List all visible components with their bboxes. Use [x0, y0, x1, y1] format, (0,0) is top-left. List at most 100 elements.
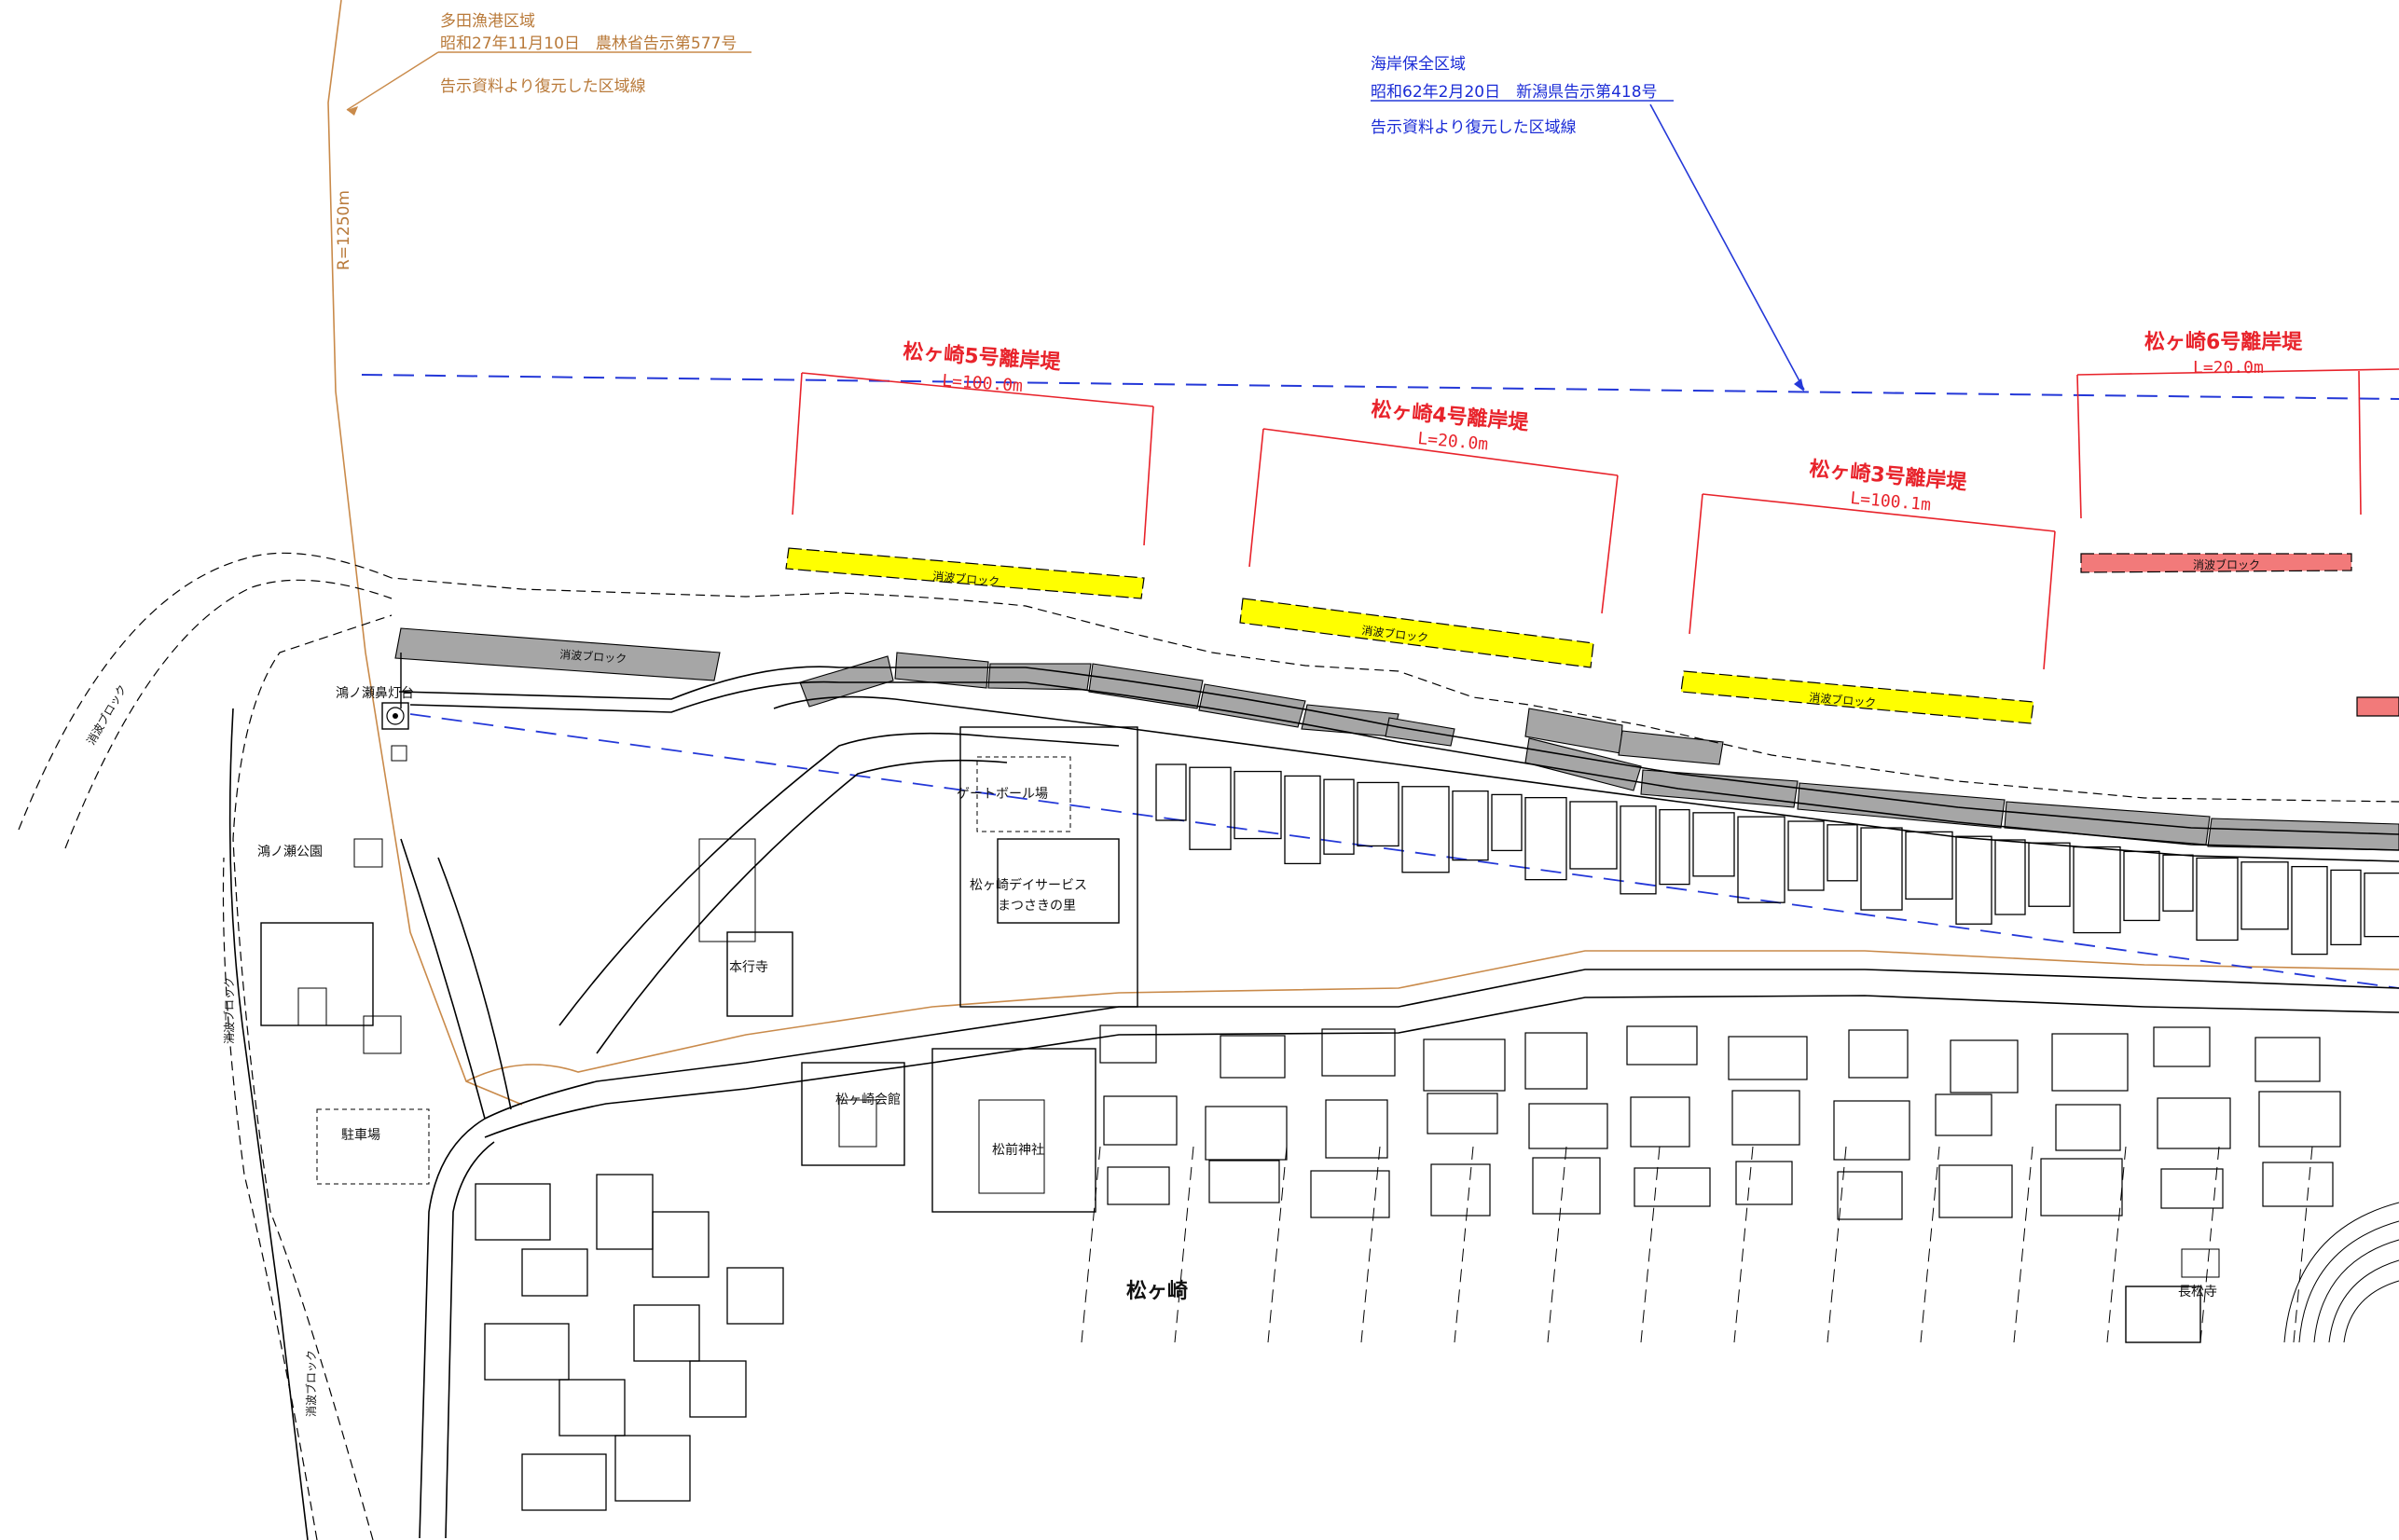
plot-boundary: [2013, 1146, 2034, 1343]
dayservice-label-2: まつさきの里: [998, 899, 1076, 914]
village-building: [726, 1267, 784, 1325]
seaside-building: [2162, 854, 2194, 912]
village-building: [614, 1435, 691, 1502]
breakwater-3: [1689, 493, 2056, 670]
left-block-label-2: 消波ブロック: [222, 977, 236, 1044]
breakwater-5: [792, 372, 1154, 546]
park-label: 鴻ノ瀬公園: [257, 845, 323, 859]
coastal-zone-note: 告示資料より復元した区域線: [1371, 118, 1577, 137]
breakwater-6-length: L=20.0m: [2193, 358, 2264, 378]
seaside-building: [2196, 857, 2239, 942]
seaside-building: [1234, 770, 1282, 840]
inland-building: [1208, 1160, 1280, 1203]
plot-boundary: [2293, 1146, 2313, 1343]
inland-building: [1430, 1163, 1491, 1217]
plot-boundary: [1827, 1146, 1847, 1343]
inland-building: [2040, 1158, 2123, 1217]
village-building: [596, 1174, 654, 1250]
seaside-building: [1189, 766, 1232, 850]
main-roads: [228, 695, 2399, 1540]
seaside-building: [2330, 869, 2362, 946]
gateball-label: ゲートボール場: [957, 787, 1048, 802]
fishing-port-boundary: [327, 0, 2399, 1106]
village-building: [652, 1211, 710, 1278]
inland-building: [2262, 1162, 2334, 1207]
village-building: [689, 1360, 747, 1418]
shrine-label: 松前神社: [992, 1142, 1044, 1158]
district-label: 松ヶ崎: [1126, 1280, 1188, 1303]
inland-building: [1634, 1167, 1711, 1207]
seaside-building: [1692, 812, 1735, 877]
village-building: [484, 1323, 570, 1381]
breakwater-4-name: 松ヶ崎4号離岸堤: [1370, 397, 1530, 435]
inland-building: [1848, 1029, 1909, 1079]
inland-building: [1310, 1170, 1390, 1218]
inland-building: [1427, 1093, 1498, 1134]
hall-label: 松ヶ崎会館: [835, 1092, 901, 1107]
svg-text:消波ブロック: 消波ブロック: [2193, 557, 2260, 571]
seaside-building: [2291, 865, 2328, 956]
svg-text:消波ブロック: 消波ブロック: [1809, 690, 1877, 709]
seaside-building: [1569, 801, 1618, 870]
inland-building: [1524, 1032, 1588, 1090]
yellow-block-1: 消波ブロック: [785, 547, 1145, 599]
breakwater-5-length: L=100.0m: [942, 371, 1024, 396]
seaside-building: [1491, 793, 1523, 852]
village-building: [475, 1183, 551, 1241]
fishing-port-note: 告示資料より復元した区域線: [440, 77, 646, 96]
inland-building: [1107, 1166, 1170, 1205]
inland-building: [2157, 1097, 2231, 1149]
lighthouse-label: 鴻ノ瀬鼻灯台: [336, 685, 414, 701]
plot-boundary: [1267, 1146, 1288, 1343]
inland-plots: [475, 1024, 2341, 1511]
seaside-building: [1787, 820, 1825, 891]
inland-building: [2160, 1168, 2224, 1209]
breakwater-6: [2076, 368, 2399, 519]
coastal-zone-boundary: [361, 100, 2399, 989]
buildings: [260, 726, 2220, 1343]
fishing-port-title: 多田漁港区域: [440, 12, 535, 31]
breakwater-4: [1248, 428, 1619, 614]
seaside-building: [1452, 790, 1489, 861]
seaside-building: [1155, 763, 1187, 821]
inland-building: [1099, 1024, 1157, 1064]
plot-boundary: [1547, 1146, 1567, 1343]
inland-building: [1950, 1039, 2019, 1093]
coastal-zone-title: 海岸保全区域: [1371, 55, 1466, 74]
yellow-block-2: 消波ブロック: [1239, 598, 1594, 668]
plot-boundary: [1733, 1146, 1754, 1343]
inland-building: [1938, 1164, 2013, 1218]
inland-building: [1423, 1038, 1506, 1092]
seaside-building: [1737, 816, 1785, 903]
plot-boundary: [1360, 1146, 1381, 1343]
dayservice-label-1: 松ヶ崎デイサービス: [970, 877, 1087, 893]
plot-boundary: [1640, 1146, 1661, 1343]
seaside-building: [1955, 835, 1992, 925]
parking-label: 駐車場: [341, 1127, 380, 1143]
inland-building: [2153, 1026, 2211, 1067]
hongyoji-label: 本行寺: [729, 960, 768, 975]
seaside-building: [1659, 808, 1690, 886]
inland-building: [1837, 1171, 1903, 1220]
seaside-building: [1860, 827, 1903, 911]
lighthouse-symbol: [381, 702, 409, 730]
svg-text:消波ブロック: 消波ブロック: [932, 569, 1000, 588]
seaside-building: [2364, 872, 2399, 938]
seaside-building: [1401, 786, 1450, 873]
choshoji-label: 長松寺: [2178, 1285, 2217, 1299]
village-building: [521, 1248, 588, 1297]
inland-building: [1103, 1095, 1178, 1146]
inland-building: [1532, 1157, 1601, 1215]
seaside-building: [1827, 824, 1858, 882]
inland-building: [1220, 1035, 1286, 1079]
breakwater-6-name: 松ヶ崎6号離岸堤: [2144, 330, 2303, 354]
inland-building: [1735, 1161, 1793, 1205]
fishing-port-radius: R=1250m: [335, 190, 353, 270]
yellow-block-3: 消波ブロック: [1680, 670, 2034, 724]
village-building: [633, 1304, 700, 1362]
seaside-building: [2240, 861, 2289, 930]
breakwater-5-name: 松ヶ崎5号離岸堤: [903, 339, 1063, 375]
seaside-building: [1524, 796, 1567, 881]
left-block-label-3: 消波ブロック: [304, 1350, 318, 1417]
